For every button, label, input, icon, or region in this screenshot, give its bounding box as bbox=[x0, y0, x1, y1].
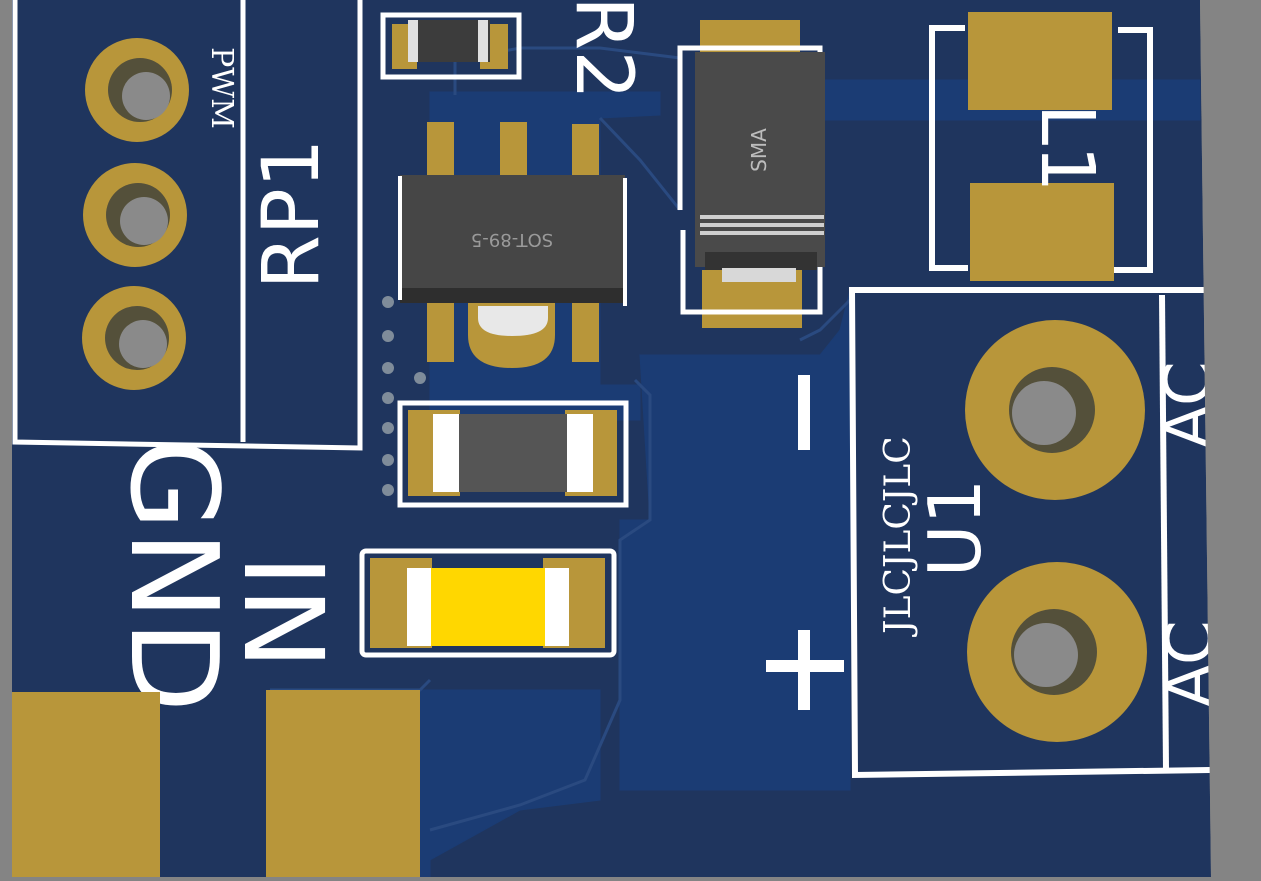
via bbox=[382, 392, 394, 404]
r2-cap-left bbox=[408, 20, 418, 62]
l1-pad-top bbox=[968, 12, 1112, 110]
via bbox=[382, 362, 394, 374]
via bbox=[382, 484, 394, 496]
via bbox=[382, 296, 394, 308]
sma-silk-lower bbox=[680, 230, 823, 315]
led-end-right bbox=[545, 568, 569, 646]
capacitor bbox=[397, 400, 629, 508]
plus-sign bbox=[766, 630, 844, 710]
cap-end-left bbox=[433, 414, 459, 492]
module-u1: JLCJLCJLC U1 AC AC bbox=[848, 287, 1228, 779]
l1-bracket-left bbox=[929, 25, 968, 271]
led bbox=[359, 548, 617, 658]
l1-label: L1 bbox=[1024, 104, 1110, 192]
via bbox=[382, 422, 394, 434]
sot-pin-2 bbox=[500, 122, 527, 182]
sot-pin-5 bbox=[572, 300, 599, 362]
rp1-outline bbox=[12, 0, 363, 451]
rp1-hole-1-shadow bbox=[122, 72, 170, 120]
sot-marking: SOT-89-5 bbox=[471, 229, 553, 250]
background-right bbox=[1200, 0, 1261, 877]
sma-cathode-band-1 bbox=[700, 215, 824, 219]
trace-line bbox=[429, 378, 652, 832]
l1-pad-bottom bbox=[970, 183, 1114, 281]
u1-outline bbox=[848, 287, 1211, 779]
r2-resistor: R2 bbox=[380, 0, 648, 100]
r2-outline bbox=[380, 12, 522, 80]
sma-body-edge bbox=[705, 252, 817, 270]
sma-lead bbox=[722, 268, 796, 282]
l1-bracket-right bbox=[1114, 27, 1153, 273]
sma-cathode-band-2 bbox=[700, 223, 824, 227]
sot-pin-1 bbox=[427, 122, 454, 182]
rp1-pads bbox=[82, 38, 189, 390]
diode-sma: SMA bbox=[677, 20, 825, 328]
r2-cap-right bbox=[478, 20, 488, 62]
jlc-order-marker: JLCJLCJLC bbox=[878, 436, 919, 638]
sot-body bbox=[400, 175, 625, 297]
in-label: IN bbox=[219, 555, 347, 670]
u1-label: U1 bbox=[913, 479, 997, 578]
sot-pin-3 bbox=[572, 124, 599, 184]
pwm-label: PWM bbox=[204, 47, 239, 129]
sot-body-edge bbox=[400, 288, 625, 303]
minus-sign bbox=[798, 375, 810, 450]
r2-body bbox=[408, 20, 490, 62]
led-outline bbox=[359, 548, 617, 658]
gnd-label: GND bbox=[103, 437, 242, 712]
rp1-label: RP1 bbox=[247, 139, 337, 290]
via bbox=[414, 372, 426, 384]
u1-hole-1-shadow bbox=[1012, 381, 1076, 445]
led-end-left bbox=[407, 568, 431, 646]
trace-line bbox=[598, 116, 682, 211]
copper-area-center bbox=[619, 289, 851, 791]
inductor-l1: L1 bbox=[929, 12, 1153, 281]
via bbox=[382, 454, 394, 466]
cap-body bbox=[433, 414, 593, 492]
cap-end-right bbox=[567, 414, 593, 492]
sot-pin-4 bbox=[427, 300, 454, 362]
sma-marking: SMA bbox=[747, 128, 771, 172]
sot-tab-highlight bbox=[478, 306, 548, 336]
in-pad bbox=[266, 690, 420, 877]
regulator-sot89: SOT-89-5 bbox=[398, 122, 627, 368]
via bbox=[382, 330, 394, 342]
u1-hole-2-shadow bbox=[1014, 623, 1078, 687]
rp1-hole-3-shadow bbox=[119, 320, 167, 368]
r2-label: R2 bbox=[558, 0, 648, 100]
plus-horizontal bbox=[766, 660, 844, 672]
gnd-pad bbox=[12, 692, 160, 877]
rp1-border bbox=[12, 0, 363, 451]
sma-cathode-band-3 bbox=[700, 231, 824, 235]
rp1-hole-2-shadow bbox=[120, 197, 168, 245]
led-body bbox=[407, 568, 569, 646]
u1-divider bbox=[1159, 294, 1169, 771]
via-dots bbox=[382, 296, 426, 496]
cap-outline bbox=[397, 400, 629, 508]
trace-line bbox=[799, 298, 852, 342]
